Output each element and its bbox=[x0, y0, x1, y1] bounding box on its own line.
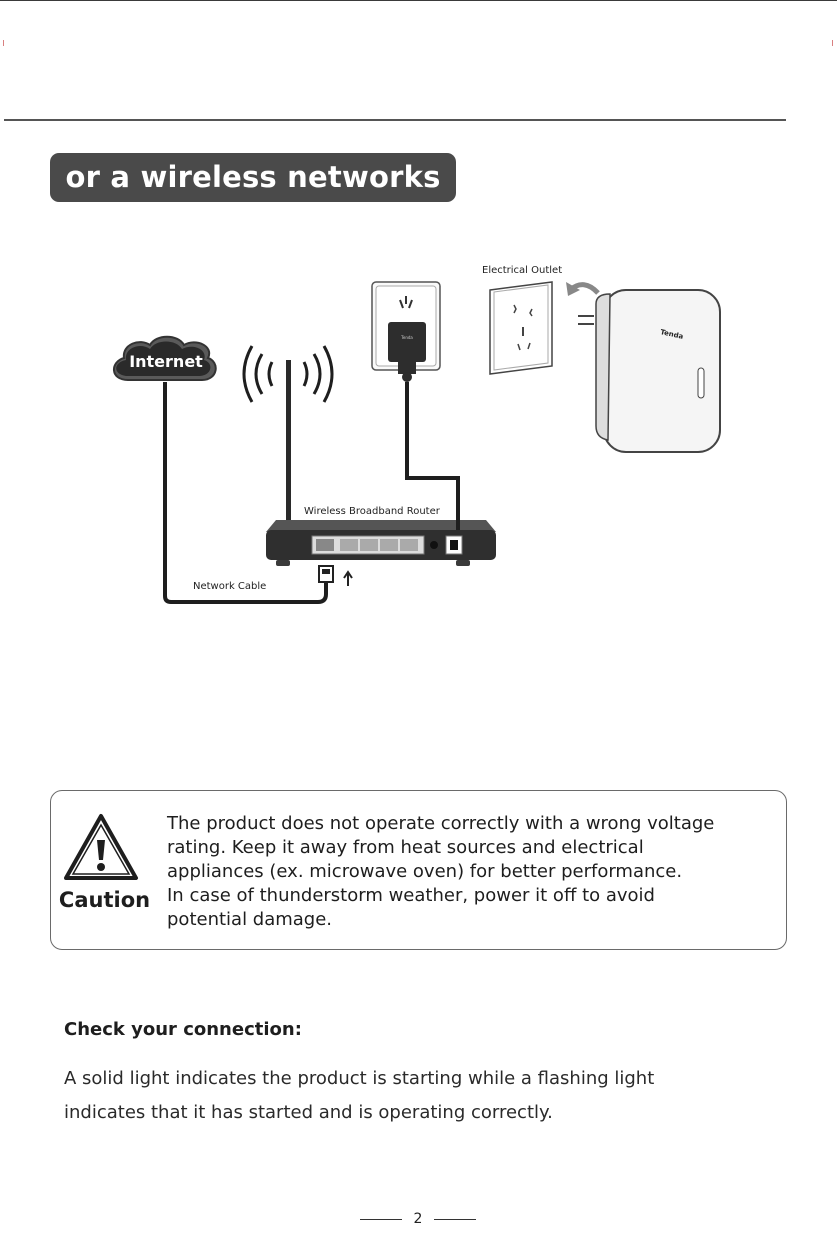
wifi-waves-icon bbox=[242, 345, 334, 403]
page-number-value: 2 bbox=[413, 1211, 423, 1227]
check-connection-text: A solid light indicates the product is s… bbox=[64, 1062, 784, 1130]
setup-diagram: Internet Network Cable Wireless Br bbox=[113, 265, 721, 604]
warning-icon bbox=[64, 814, 138, 880]
caution-line: rating. Keep it away from heat sources a… bbox=[167, 837, 644, 858]
adapter-brand: Tenda bbox=[400, 335, 413, 340]
crop-mark-left bbox=[3, 40, 4, 46]
crop-mark-right bbox=[832, 40, 833, 46]
check-connection-heading: Check your connection: bbox=[64, 1019, 302, 1040]
section-divider bbox=[4, 119, 786, 121]
network-cable bbox=[163, 382, 328, 604]
caution-line: appliances (ex. microwave oven) for bett… bbox=[167, 861, 683, 882]
top-rule bbox=[0, 0, 837, 1]
caution-line: In case of thunderstorm weather, power i… bbox=[167, 885, 655, 906]
caution-line: potential damage. bbox=[167, 909, 333, 930]
check-line: A solid light indicates the product is s… bbox=[64, 1068, 655, 1089]
rj45-plug-icon bbox=[318, 565, 334, 583]
router-label: Wireless Broadband Router bbox=[304, 506, 441, 517]
page-number-rule-left bbox=[360, 1219, 402, 1220]
arrow-left-icon bbox=[566, 282, 600, 296]
page-number: 2 bbox=[360, 1208, 476, 1230]
electrical-outlet-icon bbox=[489, 281, 553, 375]
network-cable-label: Network Cable bbox=[193, 581, 266, 592]
electrical-outlet-label: Electrical Outlet bbox=[482, 265, 562, 276]
caution-label: Caution bbox=[58, 888, 151, 912]
travel-router-icon: Tenda bbox=[578, 289, 721, 453]
power-cable bbox=[405, 382, 460, 530]
internet-label: Internet bbox=[129, 352, 203, 371]
caution-line: The product does not operate correctly w… bbox=[167, 813, 715, 834]
arrow-up-icon bbox=[343, 570, 353, 586]
section-banner: or a wireless networks bbox=[50, 153, 456, 202]
internet-cloud-icon bbox=[113, 335, 217, 381]
check-line: indicates that it has started and is ope… bbox=[64, 1102, 553, 1123]
router-icon bbox=[266, 360, 496, 566]
page-number-rule-right bbox=[434, 1219, 476, 1220]
caution-box bbox=[50, 790, 787, 950]
power-adapter-icon: Tenda bbox=[371, 281, 441, 382]
caution-text: The product does not operate correctly w… bbox=[167, 812, 787, 932]
